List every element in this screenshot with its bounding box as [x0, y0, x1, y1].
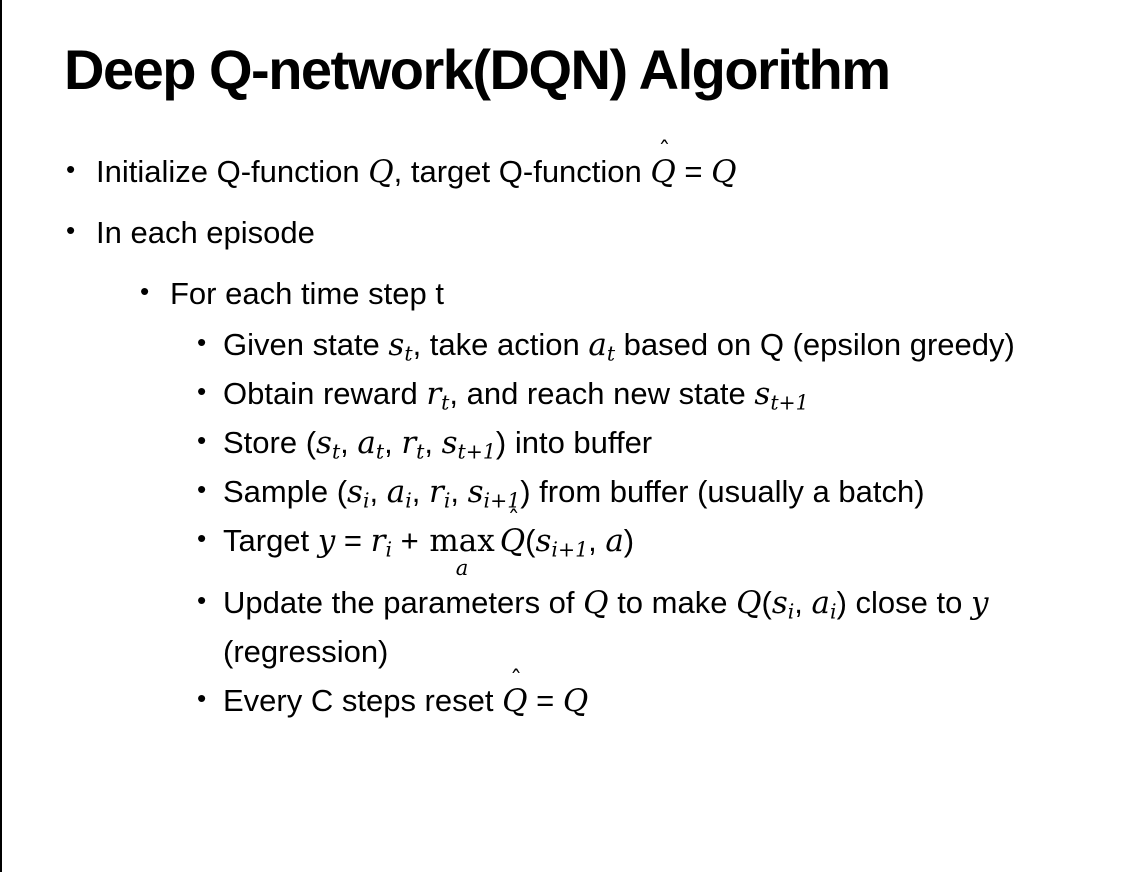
math-var: s [771, 585, 788, 622]
bullet-item: • In each episode [66, 209, 1108, 258]
bullet-item: • Initialize Q-function Q, target Q-funct… [66, 139, 1108, 197]
bullet-icon: • [197, 424, 207, 455]
bullet-item: • For each time step t [140, 270, 1108, 319]
math-subscript: t+1 [770, 390, 809, 415]
bullet-text: For each time step t [170, 275, 444, 311]
math-var: Q [736, 585, 762, 622]
math-subscript: t [331, 439, 341, 464]
math-var: a [386, 473, 406, 510]
bullet-text: Initialize Q-function Q, target Q-functi… [96, 139, 1108, 197]
math-var: y [970, 585, 989, 622]
math-subscript: t [416, 439, 425, 464]
math-var: r [370, 522, 386, 559]
math-var: Q [583, 585, 609, 622]
bullet-icon: • [66, 154, 76, 184]
math-var: r [426, 375, 442, 412]
math-subscript: t [441, 390, 450, 415]
bullet-icon: • [66, 214, 76, 245]
bullet-icon: • [197, 375, 207, 406]
math-subscript: i [385, 537, 393, 562]
math-var: r [401, 424, 417, 461]
bullet-icon: • [197, 585, 207, 616]
math-subscript: i [787, 600, 795, 625]
math-subscript: t [375, 439, 385, 464]
math-var: a [811, 585, 831, 622]
math-subscript: i [362, 488, 370, 513]
hat-accent: ˆ [507, 505, 520, 534]
math-subscript: i [405, 488, 412, 513]
bullet-text: Given state st, take action at based on … [223, 326, 1015, 366]
bullet-icon: • [197, 326, 207, 357]
bullet-item: •Given state st, take action at based on… [197, 321, 1108, 370]
bullet-text: In each episode [96, 214, 315, 250]
bullet-item: •Obtain reward rt, and reach new state s… [197, 370, 1108, 419]
bullet-item: • Store (st, at, rt, st+1) into buffer [197, 419, 1108, 468]
math-var: s [441, 424, 458, 461]
math-var: Q [499, 522, 526, 559]
math-var: s [388, 326, 405, 363]
math-var: r [429, 473, 444, 510]
bullet-text: Store (st, at, rt, st+1) into buffer [223, 424, 653, 464]
bullet-icon: • [197, 683, 207, 714]
math-subscript: i [443, 488, 451, 513]
math-var: s [754, 375, 771, 412]
math-var: Q [711, 154, 737, 190]
math-subscript: i [830, 600, 837, 625]
math-var: Q [650, 154, 676, 190]
math-var: Q [368, 154, 394, 190]
bullet-icon: • [140, 275, 150, 306]
math-var: s [467, 473, 484, 510]
max-label: max [429, 522, 495, 559]
math-var: a [357, 424, 376, 461]
bullet-item: • Sample (si, ai, ri, si+1) from buffer (… [197, 468, 1108, 517]
bullet-text: Update the parameters of Q to make Q(si,… [223, 585, 989, 670]
math-subscript: t+1 [457, 439, 496, 464]
math-subscript: i+1 [483, 488, 521, 513]
bullet-text: Sample (si, ai, ri, si+1) from buffer (u… [223, 473, 925, 513]
bullet-item: • Update the parameters of Q to make Q(si… [197, 579, 1108, 677]
max-subscript: a [455, 555, 469, 581]
math-var: s [316, 424, 332, 461]
math-var: s [535, 522, 552, 559]
bullet-list: • Initialize Q-function Q, target Q-funct… [2, 139, 1108, 726]
math-var: Q [562, 683, 589, 720]
math-var: a [588, 326, 607, 363]
bullet-icon: • [197, 473, 207, 504]
math-var: a [605, 522, 624, 559]
math-var: y [317, 522, 336, 559]
math-var: s [347, 473, 363, 510]
hat-accent: ˆ [658, 136, 671, 165]
bullet-icon: • [197, 522, 207, 553]
math-subscript: t [606, 341, 616, 366]
math-subscript: i+1 [551, 537, 589, 562]
math-subscript: t [404, 341, 413, 366]
bullet-text: Obtain reward rt, and reach new state st… [223, 375, 809, 415]
hat-accent: ˆ [510, 666, 523, 695]
math-var: Q [502, 683, 528, 720]
slide-title: Deep Q-network(DQN) Algorithm [64, 38, 891, 101]
